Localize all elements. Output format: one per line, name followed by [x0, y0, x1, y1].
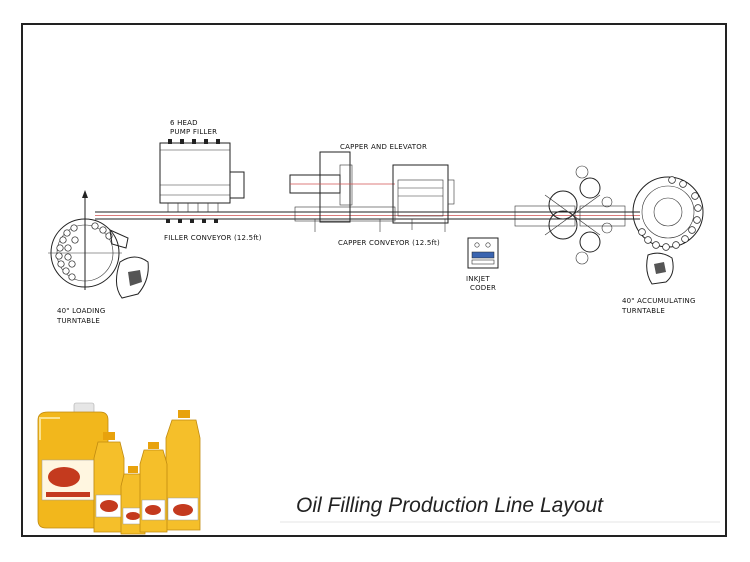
- inkjet-label-2: CODER: [470, 284, 496, 292]
- loading-turntable-label-1: 40" LOADING: [57, 307, 106, 315]
- loading-turntable-label-2: TURNTABLE: [56, 317, 100, 325]
- labeler-icon: [514, 165, 626, 265]
- pump-filler-label-1: 6 HEAD: [170, 119, 198, 127]
- inkjet-coder-icon: [467, 237, 499, 269]
- filler-conveyor-label: FILLER CONVEYOR (12.5ft): [164, 234, 262, 242]
- accumulating-turntable-label-2: TURNTABLE: [621, 307, 665, 315]
- inkjet-label-1: INKJET: [466, 275, 490, 283]
- loading-turntable-icon: [48, 190, 149, 299]
- pump-filler-label-2: PUMP FILLER: [170, 128, 217, 136]
- capper-icon: [289, 151, 455, 232]
- capper-label: CAPPER AND ELEVATOR: [340, 143, 427, 151]
- pump-filler-icon: [159, 139, 245, 223]
- accumulating-turntable-icon: [632, 176, 704, 285]
- accumulating-turntable-label-1: 40" ACCUMULATING: [622, 297, 696, 305]
- main-conveyor: [95, 211, 640, 220]
- oil-bottles-photo: [37, 402, 201, 535]
- diagram-title: Oil Filling Production Line Layout: [296, 494, 604, 517]
- capper-conveyor-label: CAPPER CONVEYOR (12.5ft): [338, 239, 440, 247]
